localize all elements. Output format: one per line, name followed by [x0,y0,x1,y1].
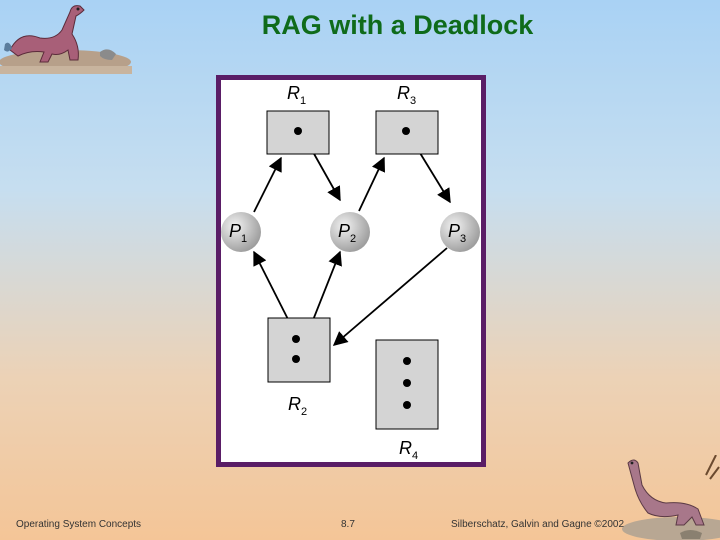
resource-label-letter: R [287,83,300,103]
resource-label-letter: R [397,83,410,103]
process-P3: P3 [440,212,480,252]
dinosaur-bottom-right-icon [622,455,720,540]
resource-R2 [267,317,331,383]
resource-instance-dot [403,357,411,365]
resource-R3 [375,110,439,155]
resource-instance-dot [403,379,411,387]
edge-p2-r3 [358,156,385,212]
process-label-letter: P [229,221,241,241]
footer-slide-number: 8.7 [341,519,355,530]
resource-instance-dot [402,127,410,135]
resource-label-R1: R1 [287,83,306,107]
process-P1: P1 [221,212,261,252]
process-label-sub: 1 [241,233,247,245]
edge-p3-r2 [332,247,448,346]
resource-R4 [375,339,439,430]
resource-label-sub: 1 [300,95,306,107]
diagram-frame: P1 P2 P3 R1 R3 R2 R4 [216,75,486,467]
resource-allocation-graph: P1 P2 P3 R1 R3 R2 R4 [221,83,480,462]
resource-label-R4: R4 [399,438,418,462]
edge-p1-r1 [253,156,282,213]
svg-text:P2: P2 [338,221,356,245]
slide-title: RAG with a Deadlock [261,10,534,40]
resource-label-letter: R [399,438,412,458]
process-label-sub: 3 [460,233,466,245]
resource-instance-dot [403,401,411,409]
footer-course-title: Operating System Concepts [16,519,142,530]
process-label-letter: P [338,221,350,241]
footer-copyright: Silberschatz, Galvin and Gagne ©2002 [451,519,625,530]
resource-label-sub: 4 [412,450,418,462]
svg-text:P3: P3 [448,221,466,245]
resource-label-sub: 3 [410,95,416,107]
resource-label-sub: 2 [301,406,307,418]
resource-instance-dot [294,127,302,135]
process-label-sub: 2 [350,233,356,245]
dinosaur-top-left-icon [0,5,132,74]
resource-R1 [266,110,330,155]
resource-label-R2: R2 [288,394,307,418]
process-P2: P2 [330,212,370,252]
resource-instance-dot [292,355,300,363]
resource-instance-dot [292,335,300,343]
resource-label-R3: R3 [397,83,416,107]
svg-text:P1: P1 [229,221,247,245]
resource-label-letter: R [288,394,301,414]
process-label-letter: P [448,221,460,241]
